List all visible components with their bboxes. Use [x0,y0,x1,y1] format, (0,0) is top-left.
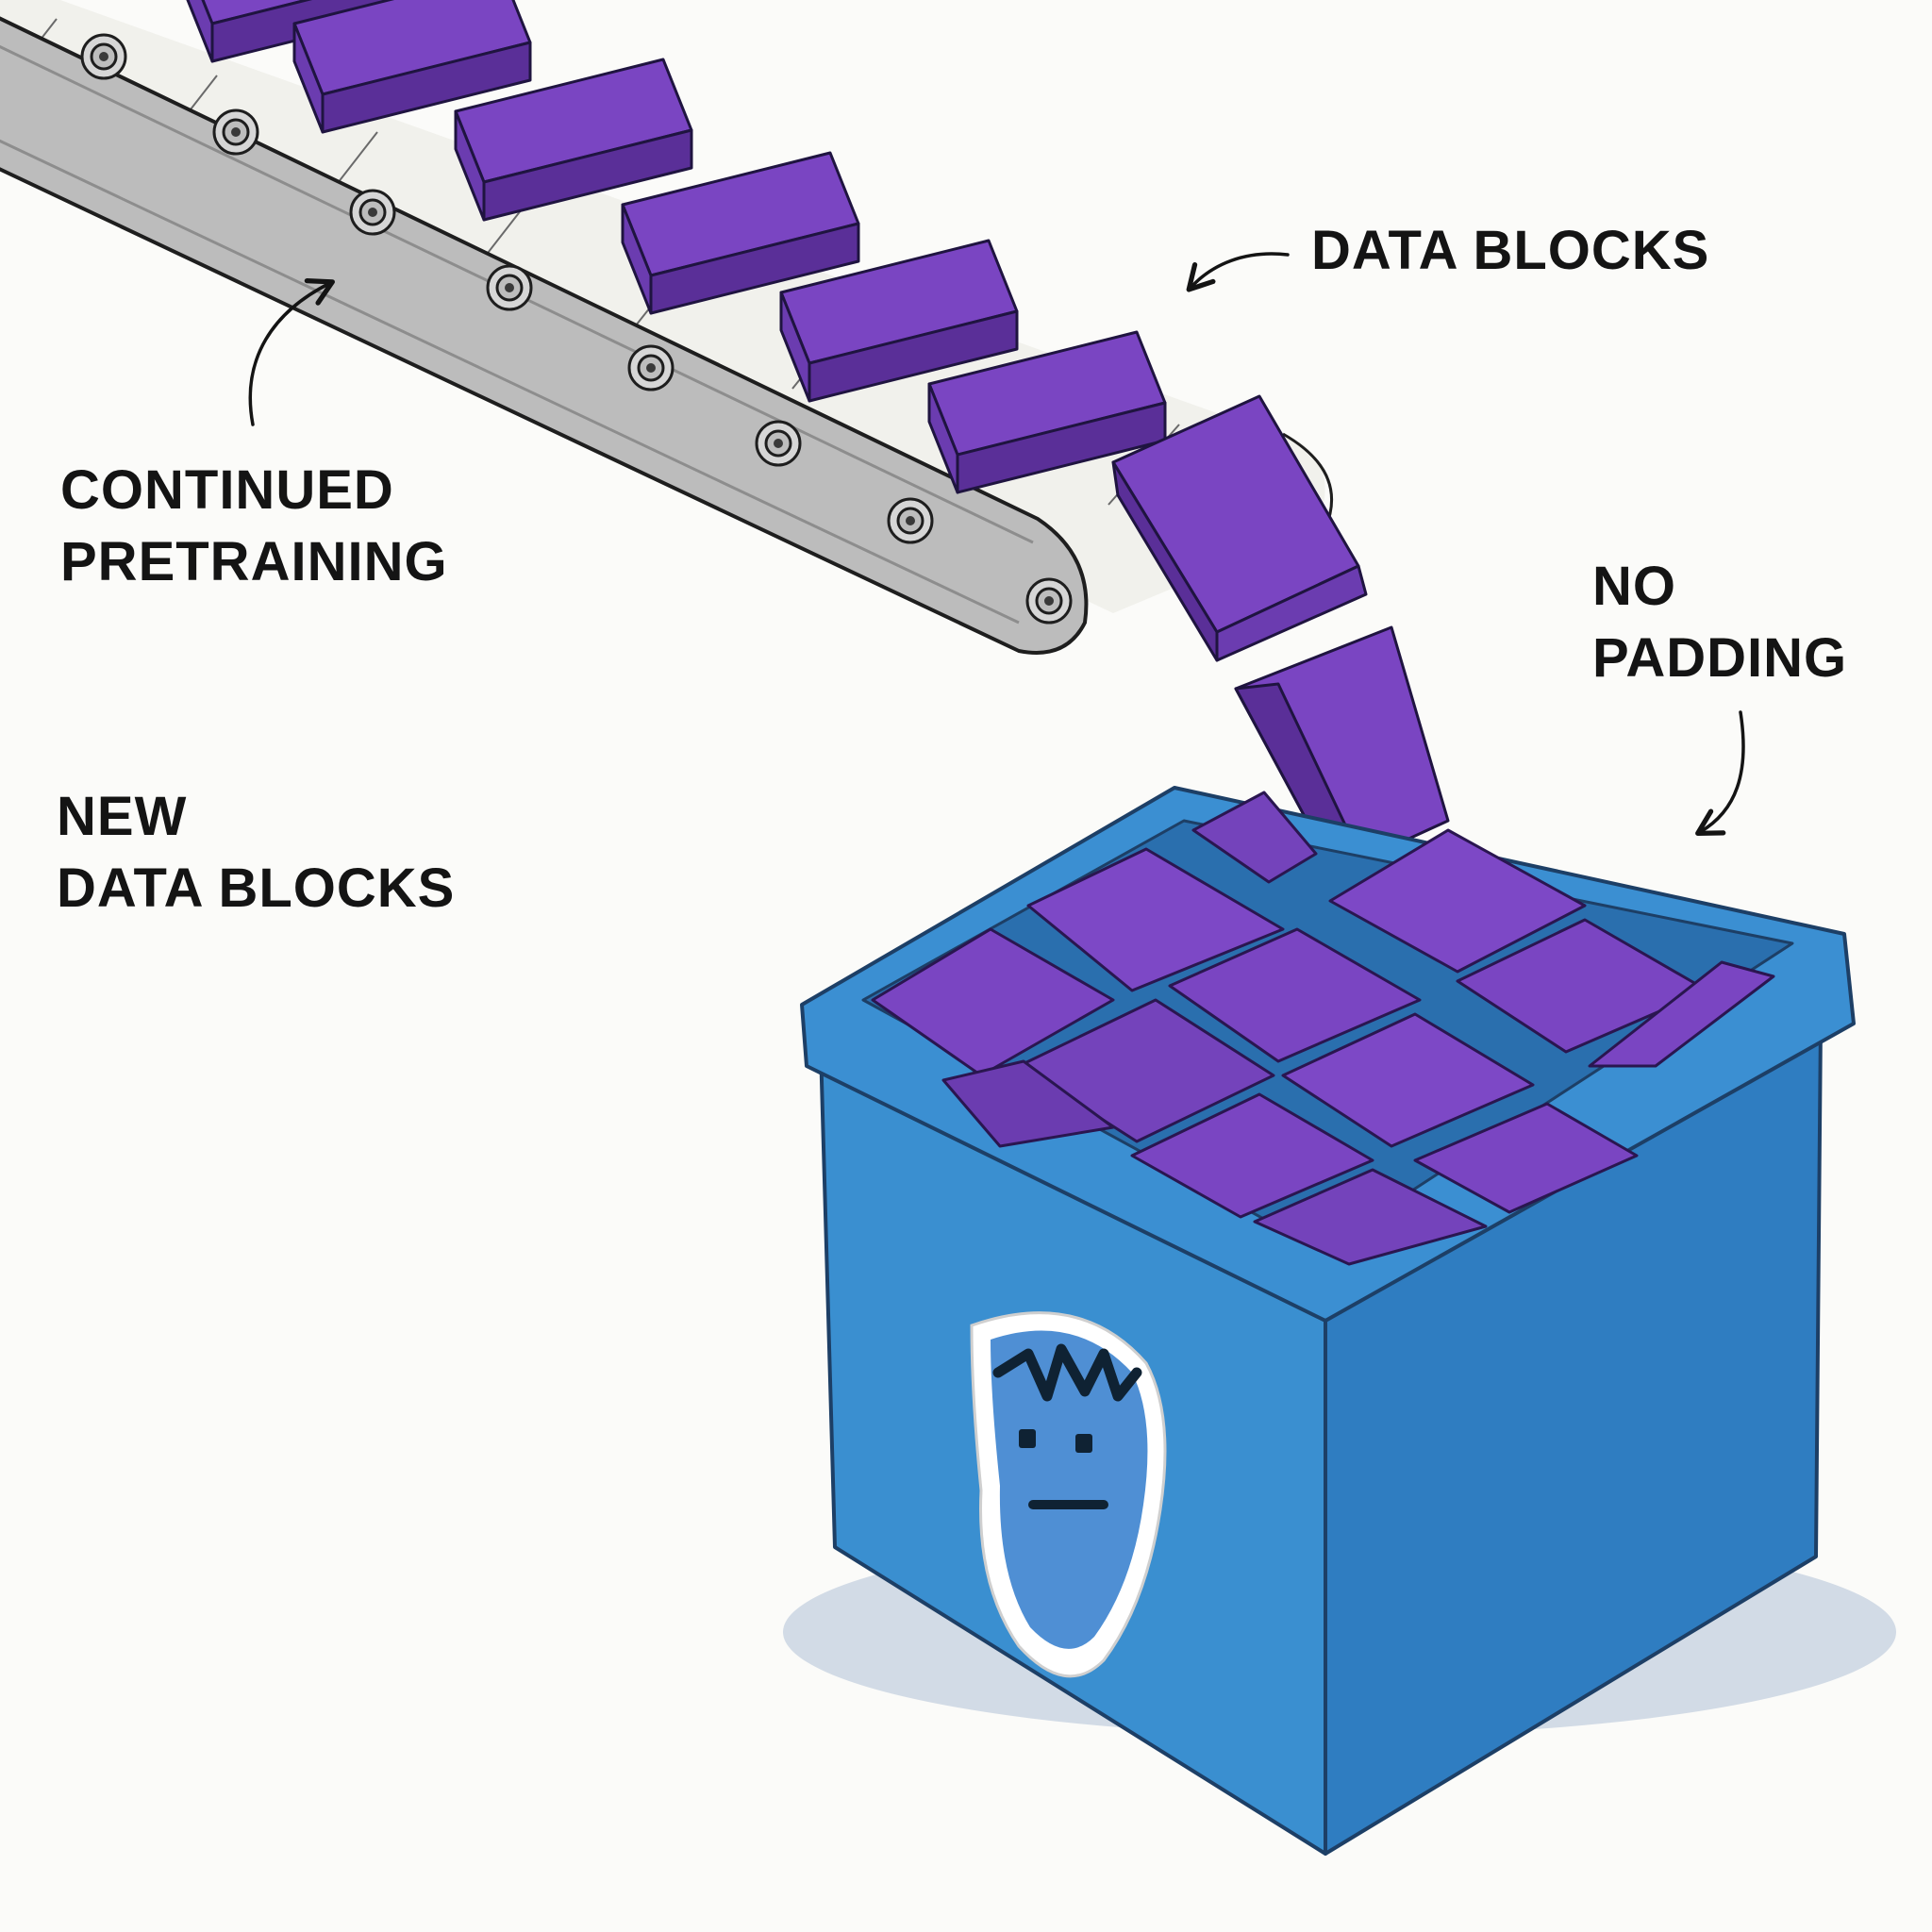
label-line: PADDING [1592,627,1848,689]
curved-arrow-icon [1186,252,1290,292]
label-line: PRETRAINING [60,531,448,592]
continued-pretraining-label: CONTINUED PRETRAINING [60,455,448,598]
label-line: NO [1592,556,1676,617]
annotation-arrows [248,252,1745,836]
mascot-face-sticker [970,1311,1167,1678]
label-line: CONTINUED [60,459,394,521]
storage-bin [783,786,1896,1856]
label-line: NEW [57,786,188,847]
new-data-blocks-label: NEW DATA BLOCKS [57,781,455,924]
curved-arrow-icon [1695,710,1745,836]
label-line: DATA BLOCKS [1311,220,1710,281]
no-padding-label: NO PADDING [1592,551,1847,694]
label-line: DATA BLOCKS [57,858,456,919]
packed-data-blocks [871,791,1775,1266]
data-blocks-label: DATA BLOCKS [1311,215,1709,287]
curved-arrow-icon [248,278,335,426]
falling-block-upper [1111,394,1368,662]
